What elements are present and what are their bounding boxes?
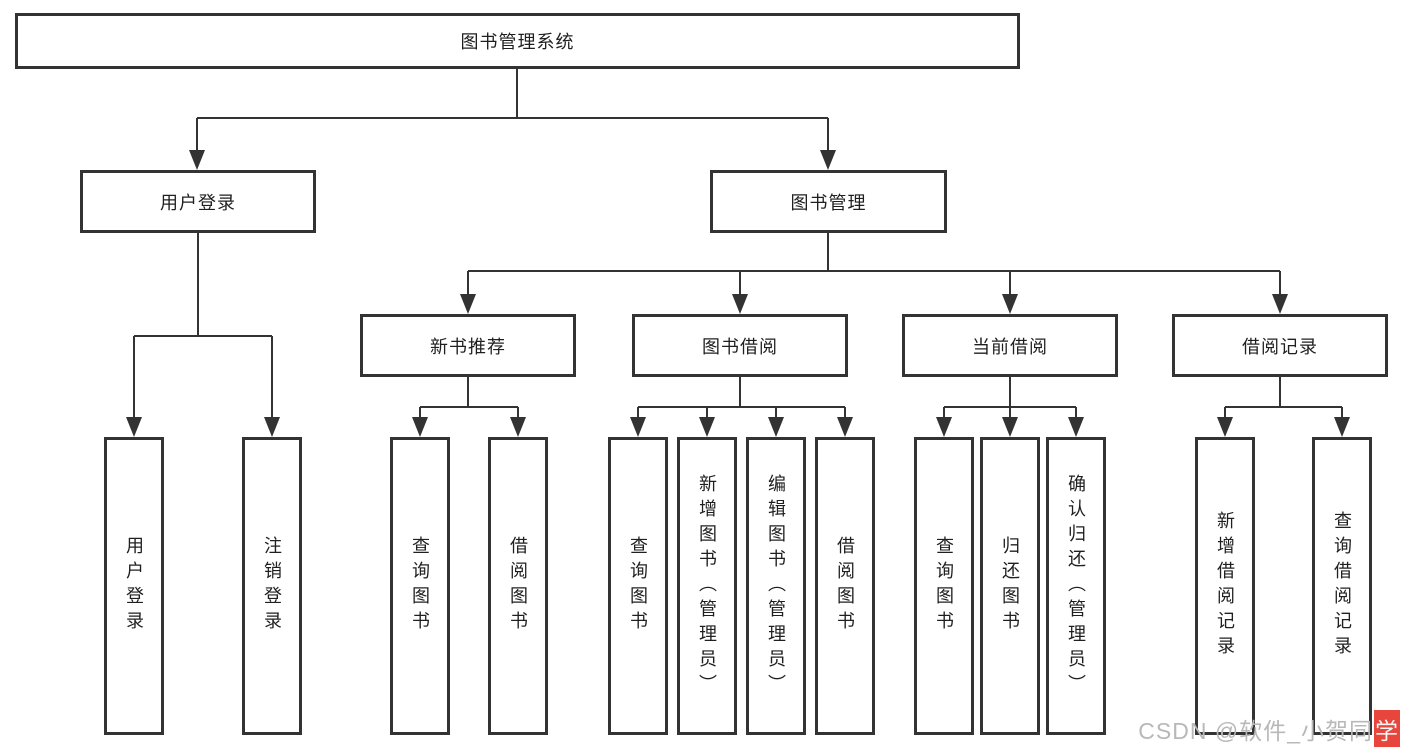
watermark-text: CSDN @软件_小贺同 xyxy=(1138,718,1373,744)
leaf-query-borrow-record-label: 查询借阅记录 xyxy=(1332,511,1352,661)
node-new-book-recommend: 新书推荐 xyxy=(360,314,576,377)
node-book-borrow-label: 图书借阅 xyxy=(702,336,778,357)
node-book-management: 图书管理 xyxy=(710,170,947,233)
leaf-borrow-book-1-label: 借阅图书 xyxy=(508,536,528,636)
leaf-return-book-label: 归还图书 xyxy=(1000,536,1020,636)
node-root-label: 图书管理系统 xyxy=(460,32,575,52)
node-book-borrow: 图书借阅 xyxy=(632,314,848,377)
leaf-logout-label: 注销登录 xyxy=(262,536,282,636)
node-user-login-label: 用户登录 xyxy=(160,192,236,213)
leaf-query-borrow-record: 查询借阅记录 xyxy=(1312,437,1372,735)
node-borrow-record: 借阅记录 xyxy=(1172,314,1388,377)
leaf-add-book-admin-label: 新增图书（管理员） xyxy=(697,473,717,699)
node-new-book-recommend-label: 新书推荐 xyxy=(430,336,506,357)
leaf-confirm-return-admin: 确认归还（管理员） xyxy=(1046,437,1106,735)
leaf-borrow-book-1: 借阅图书 xyxy=(488,437,548,735)
node-root-system: 图书管理系统 xyxy=(15,13,1020,69)
node-borrow-record-label: 借阅记录 xyxy=(1242,336,1318,357)
leaf-borrow-book-2-label: 借阅图书 xyxy=(835,536,855,636)
node-book-management-label: 图书管理 xyxy=(790,192,867,213)
node-current-borrow-label: 当前借阅 xyxy=(972,336,1048,357)
leaf-user-login: 用户登录 xyxy=(104,437,164,735)
leaf-edit-book-admin: 编辑图书（管理员） xyxy=(746,437,806,735)
watermark-accent-char: 学 xyxy=(1374,710,1400,747)
leaf-add-borrow-record: 新增借阅记录 xyxy=(1195,437,1255,735)
leaf-query-book-1-label: 查询图书 xyxy=(410,536,430,636)
leaf-query-book-2: 查询图书 xyxy=(608,437,668,735)
leaf-logout: 注销登录 xyxy=(242,437,302,735)
leaf-user-login-label: 用户登录 xyxy=(124,536,144,636)
leaf-return-book: 归还图书 xyxy=(980,437,1040,735)
watermark: CSDN @软件_小贺同学 xyxy=(1138,710,1400,747)
leaf-edit-book-admin-label: 编辑图书（管理员） xyxy=(766,473,786,699)
leaf-add-book-admin: 新增图书（管理员） xyxy=(677,437,737,735)
node-user-login: 用户登录 xyxy=(80,170,316,233)
leaf-query-book-3-label: 查询图书 xyxy=(934,536,954,636)
leaf-borrow-book-2: 借阅图书 xyxy=(815,437,875,735)
leaf-query-book-2-label: 查询图书 xyxy=(628,536,648,636)
leaf-confirm-return-admin-label: 确认归还（管理员） xyxy=(1066,473,1086,699)
leaf-query-book-1: 查询图书 xyxy=(390,437,450,735)
node-current-borrow: 当前借阅 xyxy=(902,314,1118,377)
leaf-add-borrow-record-label: 新增借阅记录 xyxy=(1215,511,1235,661)
leaf-query-book-3: 查询图书 xyxy=(914,437,974,735)
